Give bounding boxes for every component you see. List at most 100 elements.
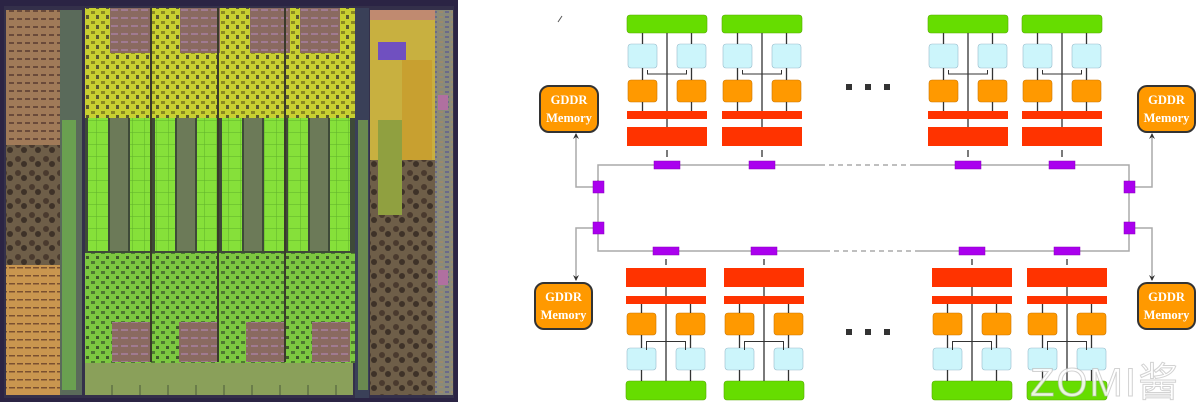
l2-cache-block <box>627 127 707 146</box>
memory-link-bottom-right <box>1135 227 1155 281</box>
gddr-label: GDDR <box>1148 290 1186 304</box>
ring-link-bottom-left <box>597 234 825 252</box>
register-file-block <box>724 347 755 371</box>
stray-mark <box>557 15 563 23</box>
register-file-block <box>722 43 753 69</box>
register-file-block <box>1071 43 1102 69</box>
l2-cache-block <box>722 127 802 146</box>
streaming-multiprocessor <box>927 14 1009 146</box>
gddr-memory-top-left: GDDR Memory <box>539 85 599 133</box>
l1-cache-block <box>721 14 803 34</box>
streaming-multiprocessor <box>931 268 1013 401</box>
shared-memory-bar <box>1027 296 1107 304</box>
die-bottom-bus <box>85 363 353 395</box>
watermark: ZOMI酱 <box>1030 361 1180 406</box>
shared-memory-bar <box>722 111 802 119</box>
l2-cache-block <box>724 268 804 287</box>
ellipsis-bottom <box>846 329 890 335</box>
memory-link-top-right <box>1135 133 1155 188</box>
streaming-multiprocessor <box>1026 268 1108 401</box>
die-left-io-upper <box>6 10 60 145</box>
memory-label: Memory <box>1144 111 1191 125</box>
ring-stop-top <box>653 160 681 170</box>
register-file-block <box>932 347 963 371</box>
streaming-multiprocessor <box>626 14 708 146</box>
memory-router-node <box>1123 221 1136 235</box>
core-block <box>1076 312 1107 336</box>
memory-link-top-left <box>573 133 593 188</box>
ring-stop-top <box>748 160 776 170</box>
ring-link-bottom-right <box>915 234 1130 252</box>
memory-label: Memory <box>541 308 588 322</box>
register-file-block <box>773 347 804 371</box>
core-block <box>676 79 707 103</box>
core-block <box>771 79 802 103</box>
gddr-memory-top-right: GDDR Memory <box>1137 85 1196 133</box>
gddr-memory-bottom-right: GDDR Memory <box>1137 282 1196 330</box>
gddr-label: GDDR <box>551 93 589 107</box>
core-block <box>627 79 658 103</box>
ring-stop-bottom <box>958 246 986 256</box>
ring-stop-bottom <box>750 246 778 256</box>
l2-cache-block <box>1027 268 1107 287</box>
streaming-multiprocessor <box>723 268 805 401</box>
gddr-label: GDDR <box>545 290 583 304</box>
register-file-block <box>675 347 706 371</box>
core-block <box>1022 79 1053 103</box>
die-left-io-lower <box>6 265 60 395</box>
die-right-io-strip <box>435 10 453 395</box>
memory-router-node <box>592 221 605 235</box>
register-file-block <box>771 43 802 69</box>
core-block <box>722 79 753 103</box>
register-file-block <box>981 347 1012 371</box>
memory-link-bottom-left <box>573 227 593 281</box>
gddr-label: GDDR <box>1148 93 1186 107</box>
l2-cache-block <box>928 127 1008 146</box>
register-file-block <box>977 43 1008 69</box>
memory-router-node <box>592 180 605 194</box>
core-block <box>977 79 1008 103</box>
memory-label: Memory <box>1144 308 1191 322</box>
l1-cache-block <box>626 14 708 34</box>
l1-cache-block <box>927 14 1009 34</box>
memory-router-node <box>1123 180 1136 194</box>
ring-stop-top <box>954 160 982 170</box>
ring-link-top-right <box>915 164 1130 181</box>
gpu-die-photo <box>0 0 458 402</box>
core-block <box>675 312 706 336</box>
shared-memory-bar <box>932 296 1012 304</box>
l2-cache-block <box>626 268 706 287</box>
ring-stop-bottom <box>652 246 680 256</box>
gddr-memory-bottom-left: GDDR Memory <box>534 282 593 330</box>
die-compute-array <box>88 118 350 251</box>
l1-cache-block <box>625 380 707 401</box>
core-block <box>981 312 1012 336</box>
streaming-multiprocessor <box>1021 14 1103 146</box>
shared-memory-bar <box>928 111 1008 119</box>
shared-memory-bar <box>627 111 707 119</box>
l1-cache-block <box>723 380 805 401</box>
gpu-architecture-diagram: GDDR Memory GDDR Memory GDDR Memory GDDR… <box>534 14 1196 401</box>
ring-link-top-left <box>595 164 820 186</box>
core-block <box>1027 312 1058 336</box>
shared-memory-bar <box>724 296 804 304</box>
l2-cache-block <box>1022 127 1102 146</box>
ellipsis-top <box>846 84 890 90</box>
core-block <box>724 312 755 336</box>
core-block <box>773 312 804 336</box>
register-file-block <box>626 347 657 371</box>
register-file-block <box>627 43 658 69</box>
register-file-block <box>676 43 707 69</box>
ring-stop-bottom <box>1053 246 1081 256</box>
core-block <box>932 312 963 336</box>
l1-cache-block <box>1021 14 1103 34</box>
l1-cache-block <box>931 380 1013 401</box>
streaming-multiprocessor <box>721 14 803 146</box>
core-block <box>626 312 657 336</box>
l2-cache-block <box>932 268 1012 287</box>
core-block <box>928 79 959 103</box>
streaming-multiprocessor <box>625 268 707 401</box>
ring-stop-top <box>1048 160 1076 170</box>
shared-memory-bar <box>1022 111 1102 119</box>
memory-label: Memory <box>546 111 593 125</box>
